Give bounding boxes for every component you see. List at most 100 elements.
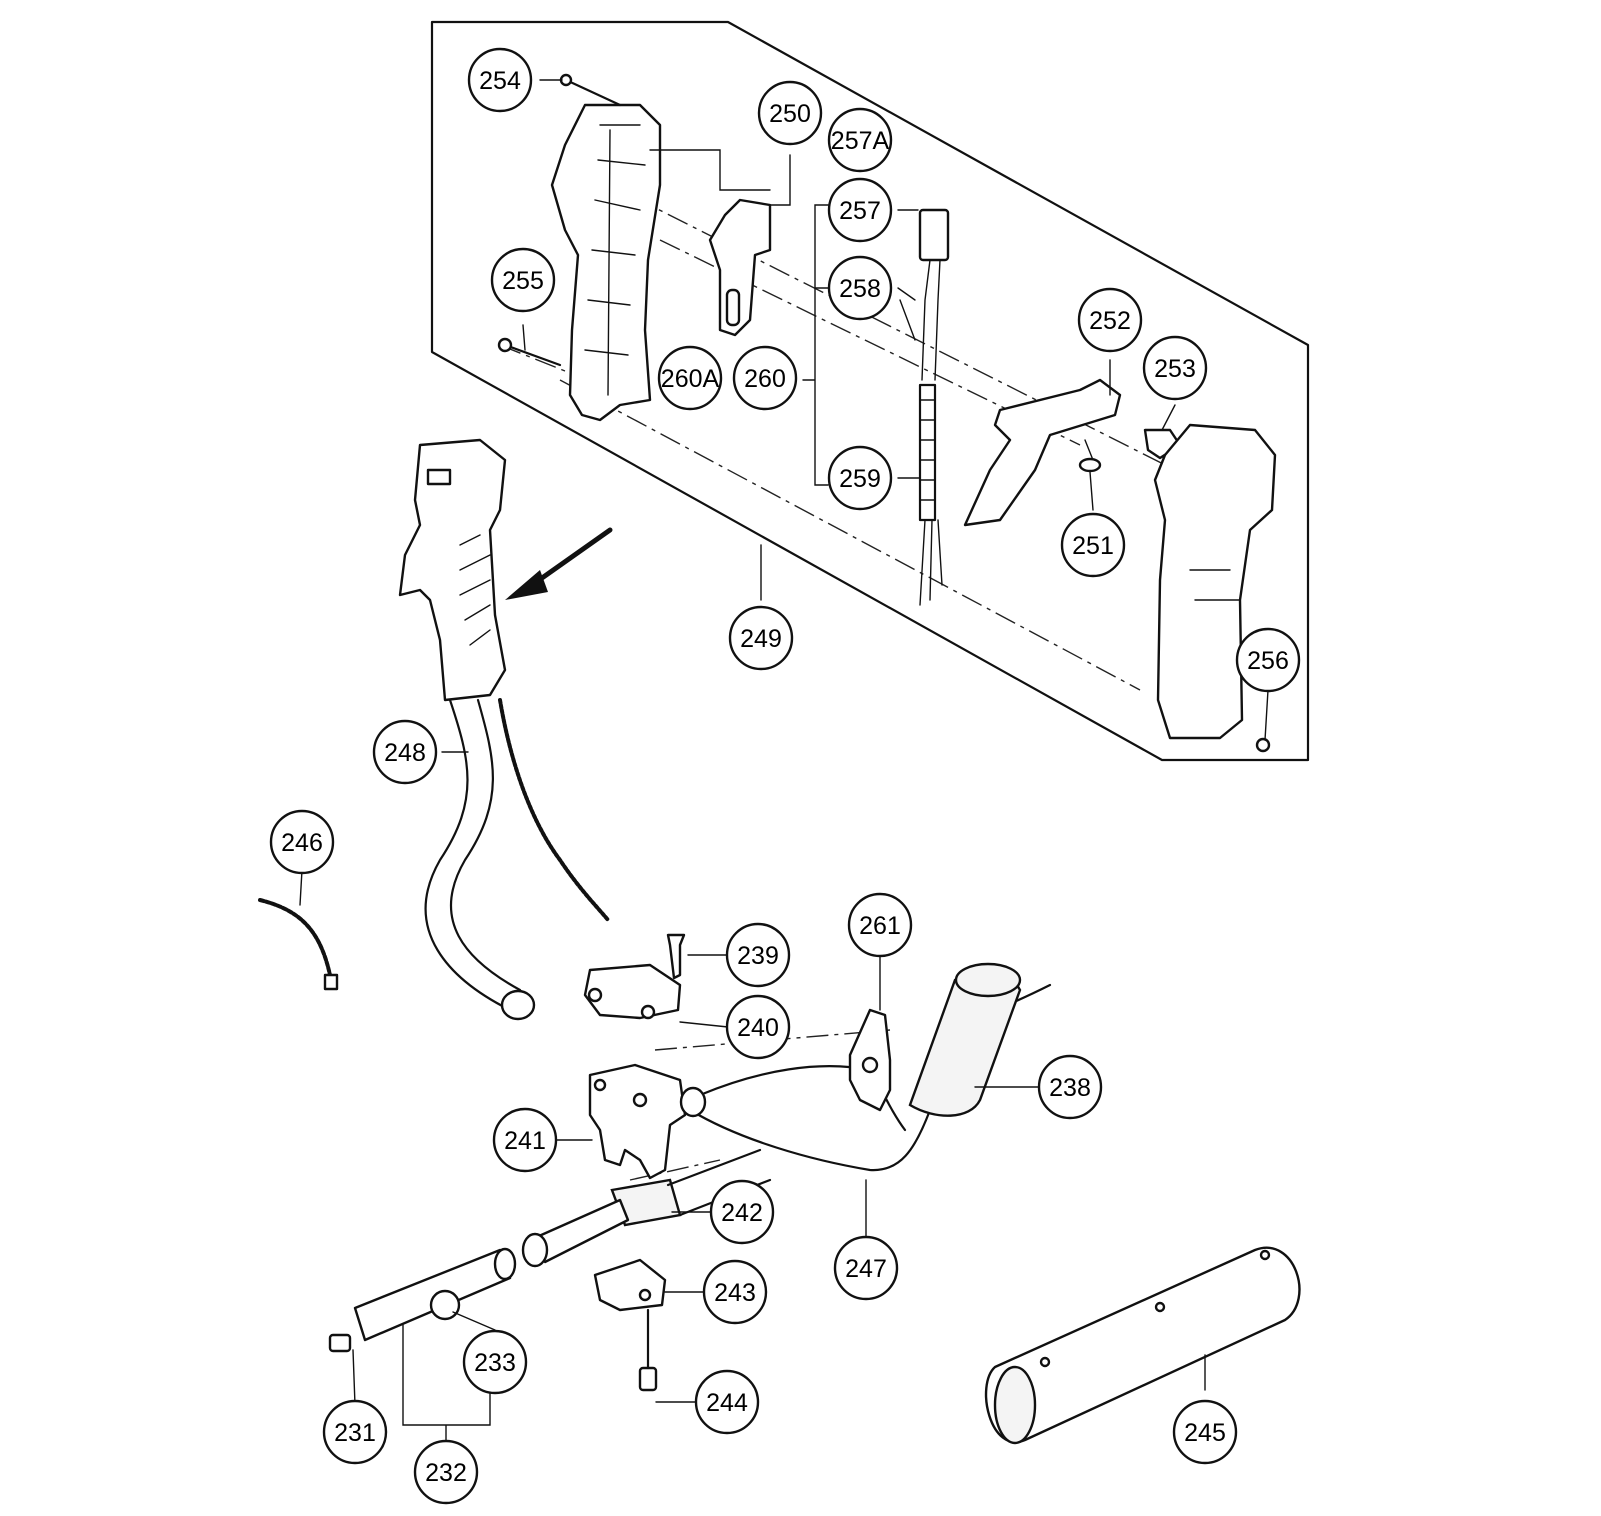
callout-245: 245: [1172, 1399, 1238, 1465]
callout-250: 250: [757, 80, 823, 146]
callout-text: 240: [737, 1014, 779, 1042]
callout-244: 244: [694, 1369, 760, 1435]
callout-255: 255: [490, 247, 556, 313]
shaft-clamp-243: [593, 1258, 667, 1312]
callout-258: 258: [827, 255, 893, 321]
callout-text: 257A: [831, 127, 890, 155]
callout-bubble: [269, 809, 335, 875]
callout-labels: 254 250 257A 257 258 255 252 253 260A 260 259 251 24…: [269, 47, 1301, 1505]
callout-bubble: [413, 1439, 479, 1505]
callout-249: 249: [728, 605, 794, 671]
callout-text: 253: [1154, 355, 1196, 383]
callout-bubble: [1060, 512, 1126, 578]
stop-switch-and-wires: [899, 208, 950, 606]
grip-housing-left-half: [550, 103, 662, 422]
grip-assembly-inset-frame: [430, 20, 1310, 762]
callout-bubble: [827, 445, 893, 511]
callout-254: 254: [467, 47, 533, 113]
callout-bubble: [702, 1259, 768, 1325]
callout-text: 251: [1072, 532, 1114, 560]
callout-232: 232: [413, 1439, 479, 1505]
callout-bubble: [657, 345, 723, 411]
callout-text: 254: [479, 67, 521, 95]
grip-housing-right-half: [1153, 423, 1277, 740]
clamp-lower: [588, 1063, 687, 1180]
callout-bubble: [757, 80, 823, 146]
callout-248: 248: [372, 719, 438, 785]
throttle-lock-lever: [649, 149, 772, 337]
callout-text: 232: [425, 1459, 467, 1487]
callout-text: 241: [504, 1127, 546, 1155]
callout-243: 243: [702, 1259, 768, 1325]
callout-bubble: [827, 107, 893, 173]
callout-bubble: [732, 345, 798, 411]
callout-242: 242: [709, 1179, 775, 1245]
callout-239: 239: [725, 922, 791, 988]
callout-bubble: [1235, 627, 1301, 693]
callout-text: 256: [1247, 647, 1289, 675]
callout-bubble: [467, 47, 533, 113]
callout-260A: 260A: [657, 345, 723, 411]
callout-240: 240: [725, 994, 791, 1060]
callout-text: 250: [769, 100, 811, 128]
bolt-244: [638, 1308, 658, 1392]
handle-pipe: [424, 698, 610, 1021]
callout-257: 257: [827, 177, 893, 243]
clamp-upper: [583, 963, 682, 1020]
callout-text: 252: [1089, 307, 1131, 335]
clamp-bolt-239: [666, 933, 686, 980]
leader-lines: [299, 79, 1269, 1446]
shaft-sleeve-245: [984, 1246, 1301, 1445]
callout-text: 255: [502, 267, 544, 295]
callout-text: 238: [1049, 1074, 1091, 1102]
callout-bubble: [725, 994, 791, 1060]
callout-text: 239: [737, 942, 779, 970]
callout-bubble: [1142, 335, 1208, 401]
callout-text: 260A: [661, 365, 720, 393]
callout-bubble: [827, 177, 893, 243]
callout-bubble: [847, 892, 913, 958]
callout-231: 231: [322, 1399, 388, 1465]
assembled-grip: [398, 438, 507, 702]
callout-bubble: [490, 247, 556, 313]
callout-251: 251: [1060, 512, 1126, 578]
callout-259: 259: [827, 445, 893, 511]
callout-text: 243: [714, 1279, 756, 1307]
callout-bubble: [694, 1369, 760, 1435]
callout-260: 260: [732, 345, 798, 411]
screws-grip: [497, 73, 1271, 753]
retaining-chain: [258, 898, 339, 991]
callout-252: 252: [1077, 287, 1143, 353]
callout-bubble: [462, 1329, 528, 1395]
callout-257A: 257A: [827, 107, 893, 173]
callout-bubble: [372, 719, 438, 785]
callout-text: 261: [859, 912, 901, 940]
callout-text: 257: [839, 197, 881, 225]
callout-text: 259: [839, 465, 881, 493]
bracket-261: [848, 1008, 892, 1112]
callout-bubble: [1037, 1054, 1103, 1120]
callout-text: 242: [721, 1199, 763, 1227]
callout-text: 245: [1184, 1419, 1226, 1447]
callout-bubble: [833, 1235, 899, 1301]
callout-bubble: [322, 1399, 388, 1465]
callout-241: 241: [492, 1107, 558, 1173]
callout-261: 261: [847, 892, 913, 958]
callout-253: 253: [1142, 335, 1208, 401]
shaft-section-lower: [328, 1247, 517, 1353]
callout-238: 238: [1037, 1054, 1103, 1120]
callout-text: 248: [384, 739, 426, 767]
direction-arrow: [505, 527, 613, 600]
callout-bubble: [827, 255, 893, 321]
callout-233: 233: [462, 1329, 528, 1395]
callout-bubble: [1077, 287, 1143, 353]
callout-text: 258: [839, 275, 881, 303]
callout-text: 246: [281, 829, 323, 857]
callout-247: 247: [833, 1235, 899, 1301]
callout-text: 233: [474, 1349, 516, 1377]
callout-bubble: [1172, 1399, 1238, 1465]
callout-246: 246: [269, 809, 335, 875]
callout-bubble: [725, 922, 791, 988]
callout-bubble: [728, 605, 794, 671]
